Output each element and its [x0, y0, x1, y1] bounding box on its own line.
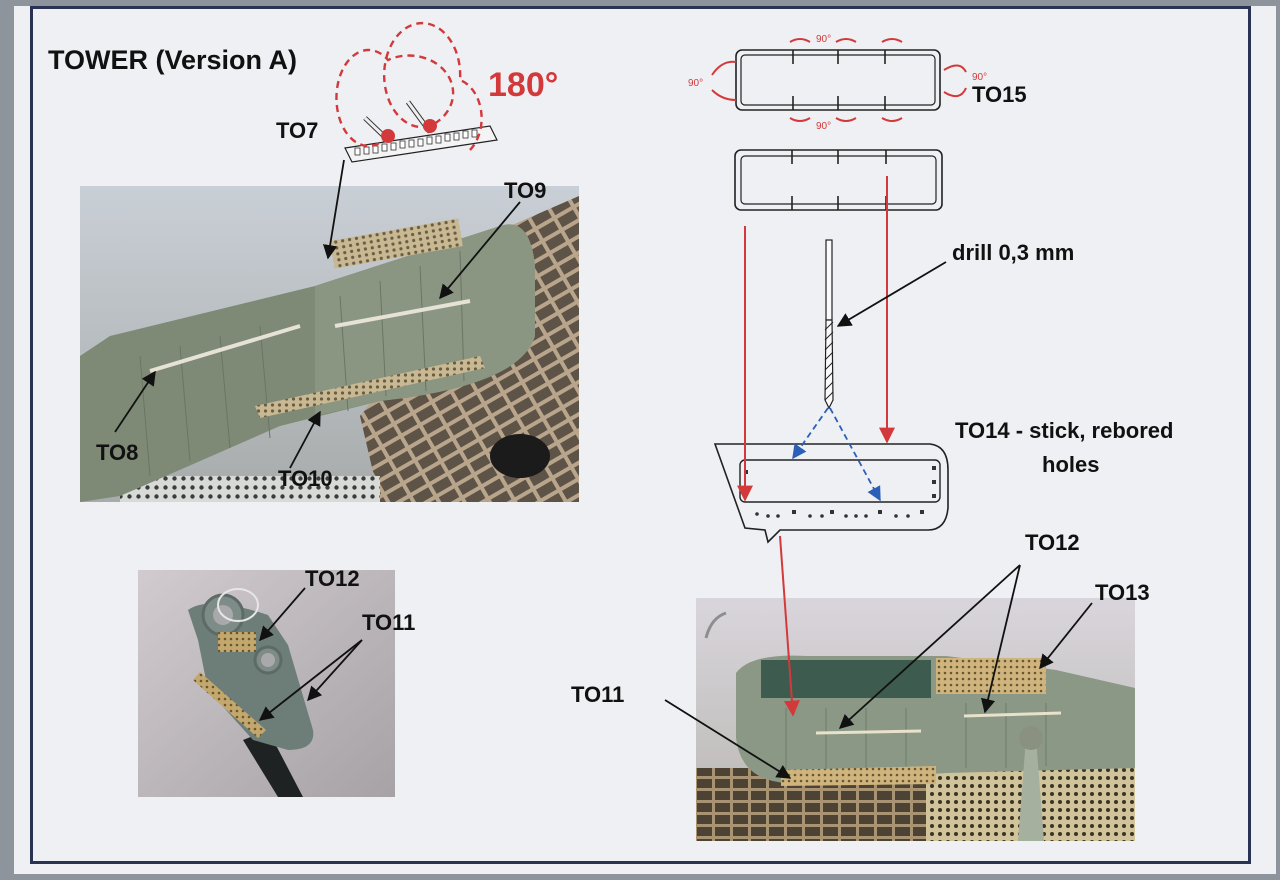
drill-note: drill 0,3 mm	[952, 240, 1075, 265]
photo-tower-side	[80, 186, 579, 502]
photo-tower-front	[138, 570, 395, 797]
label-to11-left: TO11	[362, 610, 416, 635]
bend-angle-bottom: 90°	[816, 121, 832, 132]
drill-bit	[824, 239, 834, 410]
label-to13: TO13	[1095, 580, 1150, 605]
page-title: TOWER (Version A)	[48, 45, 298, 75]
to14-note-line1: TO14 - stick, rebored	[955, 418, 1174, 443]
bend-angle-top: 90°	[816, 34, 832, 45]
red-arrows	[737, 176, 895, 717]
page-frame	[30, 6, 1251, 864]
label-to15: TO15	[972, 82, 1027, 107]
label-to10: TO10	[278, 466, 333, 491]
label-to9: TO9	[504, 178, 547, 203]
photo-tower-rear	[696, 598, 1135, 841]
bend-angle-right: 90°	[972, 72, 988, 83]
to15-bent-drawing	[734, 149, 943, 211]
to14-drawing	[713, 443, 949, 544]
rotation-angle-label: 180°	[488, 66, 559, 104]
to15-drawing	[711, 38, 967, 122]
blue-arrows	[792, 407, 881, 502]
label-to11-right: TO11	[571, 682, 625, 707]
leader-arrows	[114, 159, 1093, 779]
label-to12-left: TO12	[305, 566, 360, 591]
to7-drawing	[335, 21, 498, 163]
bend-angle-left: 90°	[688, 78, 704, 89]
to14-note-line2: holes	[1042, 452, 1100, 477]
label-to8: TO8	[96, 440, 139, 465]
label-to12-right: TO12	[1025, 530, 1080, 555]
label-to7: TO7	[276, 118, 319, 143]
